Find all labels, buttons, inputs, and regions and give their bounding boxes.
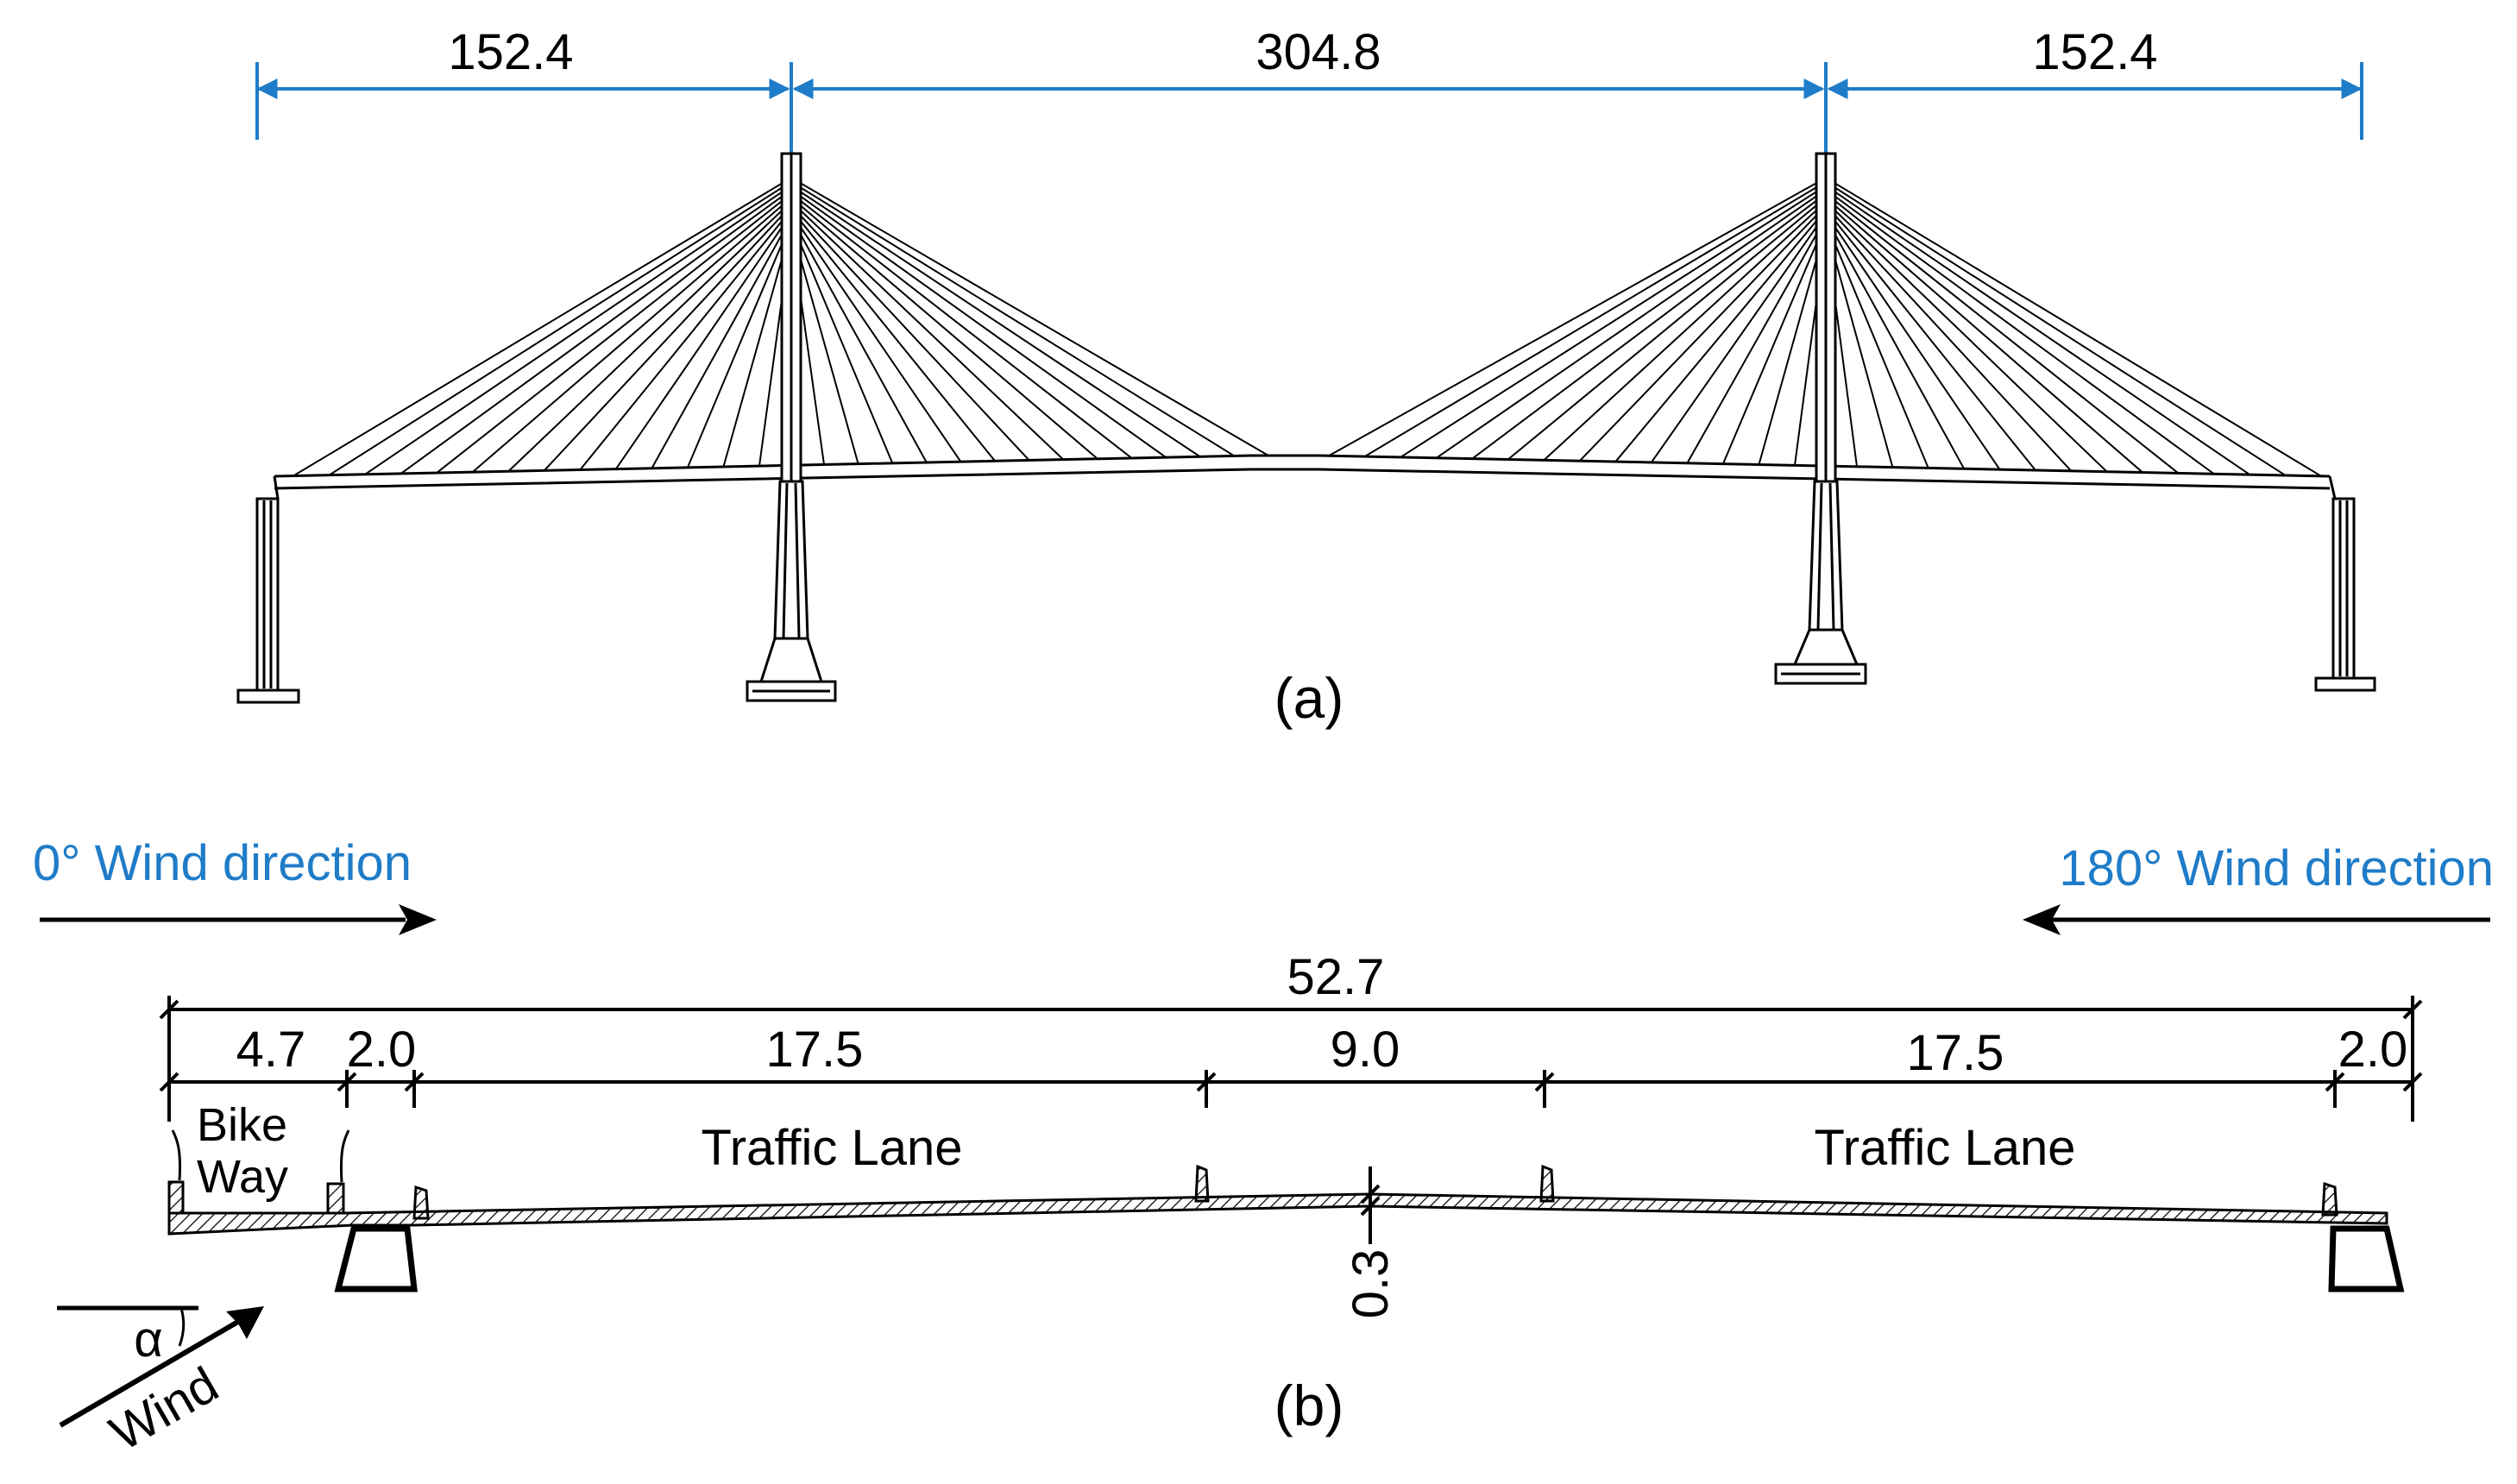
stay-cable-b-left-9	[1651, 212, 1827, 463]
stay-cable-a-left-9	[615, 212, 792, 470]
stay-cable-a-left-7	[544, 204, 792, 472]
stay-cable-b-right-5	[1825, 197, 2143, 474]
depth-dimension	[1360, 1166, 1381, 1244]
segment-bike-width: 4.7	[236, 1022, 306, 1078]
stay-cable-b-right-9	[1825, 212, 2001, 470]
stay-cable-a-right-11	[790, 221, 894, 464]
stay-cable-a-right-10	[790, 217, 928, 463]
angle-alpha-label: α	[134, 1311, 163, 1368]
stay-cable-a-right-0	[790, 177, 1269, 456]
span-dimension-line	[255, 62, 2363, 160]
stay-cable-b-right-12	[1825, 225, 1894, 468]
stay-cable-a-left-10	[651, 217, 792, 469]
stay-cable-b-right-6	[1825, 200, 2108, 473]
stay-cable-a-right-12	[790, 225, 859, 464]
stay-cable-b-right-7	[1825, 204, 2073, 472]
bike-way-label-line2: Way	[197, 1151, 288, 1203]
overall-width-dimension	[159, 996, 2423, 1122]
depth-label: 0.3	[1343, 1249, 1399, 1319]
left-end-pier	[236, 475, 300, 704]
stay-cable-b-left-0	[1328, 177, 1827, 457]
stay-cable-b-left-7	[1579, 204, 1827, 462]
stay-cable-b-left-1	[1364, 180, 1827, 457]
stay-cable-a-left-12	[722, 225, 792, 468]
span-left-label: 152.4	[448, 24, 573, 80]
stay-cable-b-left-11	[1722, 221, 1827, 464]
segment-right-barrier: 2.0	[2338, 1022, 2408, 1078]
stay-cable-b-right-0	[1825, 177, 2322, 477]
segment-median: 9.0	[1331, 1022, 1400, 1078]
elevation-view: 152.4 304.8 152.4	[236, 24, 2376, 730]
stay-cable-a-left-6	[507, 200, 792, 472]
wind-angle-symbol	[57, 1305, 264, 1428]
stay-cable-b-right-1	[1825, 180, 2287, 476]
stay-cable-b-right-11	[1825, 221, 1929, 468]
stay-cable-a-right-6	[790, 200, 1064, 461]
segment-left-barrier: 2.0	[347, 1022, 417, 1078]
stay-cable-a-right-3	[790, 189, 1167, 458]
left-pylon	[746, 152, 837, 702]
stay-cable-a-right-9	[790, 212, 962, 462]
stay-cable-a-right-2	[790, 185, 1201, 458]
stay-cable-b-left-2	[1400, 185, 1827, 458]
caption-b: (b)	[1274, 1374, 1344, 1437]
wind-direction-left-arrow	[40, 904, 437, 935]
wind-direction-left-label: 0° Wind direction	[33, 835, 412, 891]
stay-cable-a-right-4	[790, 192, 1133, 459]
stay-cable-b-left-8	[1614, 209, 1827, 462]
bridge-deck	[274, 454, 2331, 490]
stay-cable-b-left-12	[1758, 225, 1827, 465]
stay-cable-a-left-8	[579, 209, 792, 471]
stay-cables	[293, 177, 2322, 477]
stay-cable-b-right-8	[1825, 209, 2036, 471]
stay-cable-b-right-3	[1825, 189, 2215, 475]
span-right-label: 152.4	[2032, 24, 2157, 80]
wind-direction-right-arrow	[2023, 904, 2490, 935]
stay-cable-a-left-2	[364, 185, 792, 475]
segment-dimension-line	[159, 1070, 2423, 1108]
stay-cable-b-right-10	[1825, 217, 1966, 469]
wind-direction-right-label: 180° Wind direction	[2059, 840, 2494, 896]
stay-cable-b-right-2	[1825, 185, 2250, 475]
stay-cable-a-left-1	[329, 180, 792, 476]
span-main-label: 304.8	[1255, 24, 1381, 80]
stay-cable-b-left-3	[1436, 189, 1827, 459]
wind-label: Wind	[101, 1356, 228, 1462]
stay-cable-b-left-5	[1507, 197, 1827, 461]
stay-cable-a-right-7	[790, 204, 1030, 462]
stay-cable-a-left-4	[436, 192, 792, 474]
stay-cable-a-right-8	[790, 209, 996, 462]
stay-cable-b-left-6	[1543, 200, 1827, 462]
segment-left-lane: 17.5	[766, 1022, 864, 1078]
bike-way-label-line1: Bike	[197, 1099, 287, 1151]
stay-cable-b-right-4	[1825, 192, 2180, 475]
traffic-lane-left-label: Traffic Lane	[701, 1120, 962, 1176]
stay-cable-a-left-0	[293, 177, 792, 477]
stay-cable-a-left-5	[472, 197, 792, 473]
stay-cable-a-left-3	[400, 189, 792, 475]
stay-cable-a-right-5	[790, 197, 1098, 460]
overall-width-label: 52.7	[1287, 949, 1385, 1005]
right-end-pier	[2314, 475, 2376, 692]
bike-way-leaders	[171, 1129, 350, 1183]
segment-right-lane: 17.5	[1907, 1025, 2004, 1081]
cross-section-view: 0° Wind direction 180° Wind direction 52…	[33, 835, 2494, 1462]
stay-cable-b-left-4	[1471, 192, 1827, 460]
stay-cable-b-left-10	[1686, 217, 1827, 464]
caption-a: (a)	[1274, 666, 1344, 730]
right-pylon	[1774, 152, 1867, 685]
stay-cable-a-left-11	[687, 221, 792, 468]
deck-cross-section	[167, 1164, 2405, 1292]
stay-cable-a-right-1	[790, 180, 1235, 457]
traffic-lane-right-label: Traffic Lane	[1814, 1120, 2075, 1176]
